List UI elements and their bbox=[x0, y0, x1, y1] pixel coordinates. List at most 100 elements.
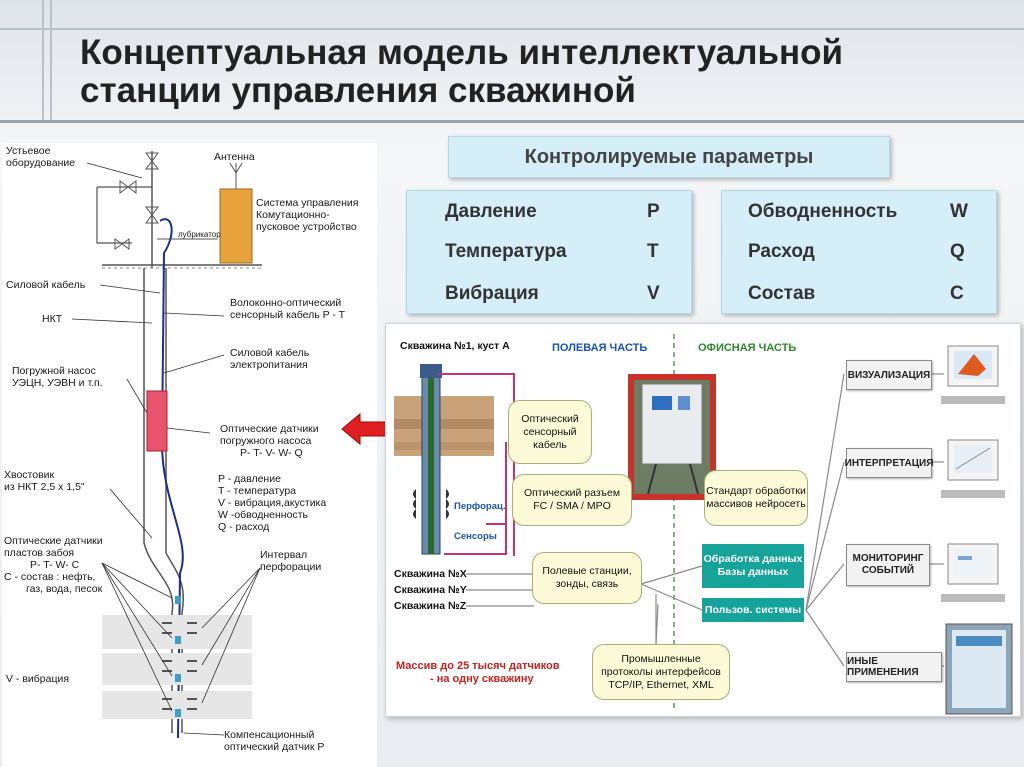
well-schematic bbox=[71, 151, 262, 739]
comp-sensor-label: Компенсационный оптический датчик P bbox=[224, 729, 324, 753]
fiber-cable-line: Волоконно-оптический bbox=[230, 297, 342, 309]
system-connections bbox=[394, 334, 1013, 715]
param-legend-item: Q - расход bbox=[218, 521, 270, 533]
well-y-label: Скважина №Y bbox=[394, 584, 467, 596]
pump-params: P- T- V- W- Q bbox=[240, 447, 303, 459]
optical-sensor-cable-bubble: Оптический сенсорный кабель bbox=[508, 400, 592, 464]
param-name: Обводненность bbox=[748, 201, 898, 222]
control-system-line: Комутационно- bbox=[256, 209, 330, 221]
slide-title: Концептуальная модель интеллектуальной с… bbox=[80, 34, 1000, 110]
monitor-icon bbox=[941, 439, 1005, 498]
params-box-left: Давление P Температура T Вибрация V bbox=[406, 190, 692, 314]
antenna-label: Антенна bbox=[214, 151, 255, 163]
nkt-label: НКТ bbox=[42, 313, 63, 325]
param-symbol: Q bbox=[950, 241, 965, 262]
param-name: Расход bbox=[748, 241, 815, 262]
param-legend-item: P - давление bbox=[218, 473, 281, 485]
perforation-interval-label: Интервал перфорации bbox=[260, 549, 321, 573]
param-legend: P - давление T - температура V - вибраци… bbox=[218, 473, 326, 533]
title-line-2: станции управления скважиной bbox=[80, 71, 636, 110]
bubble-line: FC / SMA / MPO bbox=[533, 500, 611, 512]
monitor-icon bbox=[941, 345, 1005, 404]
fiber-cable-label: Волоконно-оптический сенсорный кабель P … bbox=[230, 297, 345, 321]
deco-line bbox=[0, 28, 1024, 30]
tail-label: Хвостовик из НКТ 2,5 х 1,5" bbox=[4, 469, 85, 493]
power-supply-line: Силовой кабель bbox=[230, 347, 310, 359]
comp-sensor-line: Компенсационный bbox=[224, 729, 315, 741]
well-z-label: Скважина №Z bbox=[394, 600, 467, 612]
param-name: Давление bbox=[445, 201, 537, 222]
office-part-label: ОФИСНАЯ ЧАСТЬ bbox=[698, 342, 797, 354]
param-symbol: T bbox=[647, 241, 659, 262]
bubble-line: массивов нейросеть bbox=[706, 498, 806, 510]
bubble-line: Оптический разъем bbox=[523, 487, 621, 499]
deco-line bbox=[42, 0, 44, 120]
bottom-sensors-line: пластов забоя bbox=[4, 547, 75, 559]
pump-sensors-label: Оптические датчики погружного насоса P- … bbox=[220, 423, 319, 459]
param-name: Температура bbox=[445, 241, 567, 262]
bubble-line: протоколы интерфейсов bbox=[601, 665, 721, 678]
control-system-label: Система управления Комутационно- пусково… bbox=[256, 197, 358, 233]
wellhead-label-line: Устьевое bbox=[6, 145, 51, 157]
optical-connector-bubble: Оптический разъем FC / SMA / MPO bbox=[512, 474, 632, 526]
control-system-line: пусковое устройство bbox=[256, 221, 357, 233]
perforation-label: Перфорац. bbox=[454, 501, 506, 512]
perforation-line: Интервал bbox=[260, 549, 308, 561]
field-part-label: ПОЛЕВАЯ ЧАСТЬ bbox=[552, 342, 648, 354]
power-cable-label: Силовой кабель bbox=[6, 279, 86, 291]
control-system-line: Система управления bbox=[256, 197, 359, 209]
well-x-label: Скважина №X bbox=[394, 568, 467, 580]
array-note: Массив до 25 тысяч датчиков - на одну ск… bbox=[396, 660, 560, 686]
bubble-line: сенсорный bbox=[523, 425, 577, 438]
data-processing-box: Обработка данных Базы данных bbox=[702, 544, 804, 588]
system-diagram: Скважина №1, куст А ПОЛЕВАЯ ЧАСТЬ ОФИСНА… bbox=[385, 323, 1021, 717]
fiber-cable-line: сенсорный кабель P - T bbox=[230, 309, 345, 321]
bottom-params: P- T- W- C bbox=[30, 559, 80, 571]
bubble-line: кабель bbox=[533, 438, 567, 451]
pump-sensors-line: Оптические датчики bbox=[220, 423, 319, 435]
user-systems-box: Пользов. системы bbox=[702, 598, 804, 622]
param-symbol: P bbox=[647, 201, 660, 222]
bubble-line: Стандарт обработки bbox=[706, 485, 806, 497]
monitor-icon bbox=[941, 543, 1005, 602]
protocols-bubble: Промышленные протоколы интерфейсов TCP/I… bbox=[592, 644, 730, 700]
lubricator-label: лубрикатор bbox=[178, 230, 221, 239]
param-symbol: C bbox=[950, 283, 964, 304]
output-interpretation: ИНТЕРПРЕТАЦИЯ bbox=[845, 448, 933, 478]
bottom-sensors-label: Оптические датчики пластов забоя P- T- W… bbox=[4, 535, 103, 595]
pump-label: Погружной насос УЭЦН, УЭВН и т.п. bbox=[12, 365, 103, 389]
output-other: ИНЫЕ ПРИМЕНЕНИЯ bbox=[846, 652, 942, 682]
tail-label-line: Хвостовик bbox=[4, 469, 55, 481]
pump-sensors-line: погружного насоса bbox=[220, 435, 312, 447]
green-box-line: Базы данных bbox=[717, 566, 789, 578]
power-supply-cable-label: Силовой кабель электропитания bbox=[230, 347, 309, 371]
output-monitoring: МОНИТОРИНГ СОБЫТИЙ bbox=[846, 544, 930, 586]
bubble-line: Оптический bbox=[521, 412, 579, 425]
pump-label-line: УЭЦН, УЭВН и т.п. bbox=[12, 377, 103, 389]
param-symbol: W bbox=[950, 201, 968, 222]
params-box-right: Обводненность W Расход Q Состав C bbox=[721, 190, 997, 314]
param-legend-item: W -обводненность bbox=[218, 509, 308, 521]
vibration-label: V - вибрация bbox=[6, 673, 70, 685]
wellhead-label: Устьевое оборудование bbox=[6, 145, 75, 169]
array-note-line: - на одну скважину bbox=[430, 673, 534, 685]
title-line-1: Концептуальная модель интеллектуальной bbox=[80, 33, 844, 72]
perforation-line: перфорации bbox=[260, 561, 322, 573]
param-name: Вибрация bbox=[445, 283, 539, 304]
composition-line: C - состав : нефть, bbox=[4, 571, 96, 583]
monitor-icon bbox=[945, 623, 1013, 715]
wellhead-label-line: оборудование bbox=[6, 157, 76, 169]
params-header: Контролируемые параметры bbox=[448, 136, 890, 178]
composition-line: газ, вода, песок bbox=[26, 583, 103, 595]
title-rule bbox=[0, 120, 1024, 123]
green-box-line: Обработка данных bbox=[703, 553, 803, 565]
well1-label: Скважина №1, куст А bbox=[400, 340, 510, 352]
param-name: Состав bbox=[748, 283, 816, 304]
output-visualization: ВИЗУАЛИЗАЦИЯ bbox=[846, 360, 932, 390]
param-legend-item: V - вибрация,акустика bbox=[218, 497, 327, 509]
field-stations-bubble: Полевые станции, зонды, связь bbox=[532, 552, 642, 604]
bubble-line: Промышленные bbox=[621, 652, 701, 665]
sensors-label: Сенсоры bbox=[454, 531, 497, 542]
pump-label-line: Погружной насос bbox=[12, 365, 96, 377]
standard-bubble: Стандарт обработки массивов нейросеть bbox=[704, 470, 808, 526]
